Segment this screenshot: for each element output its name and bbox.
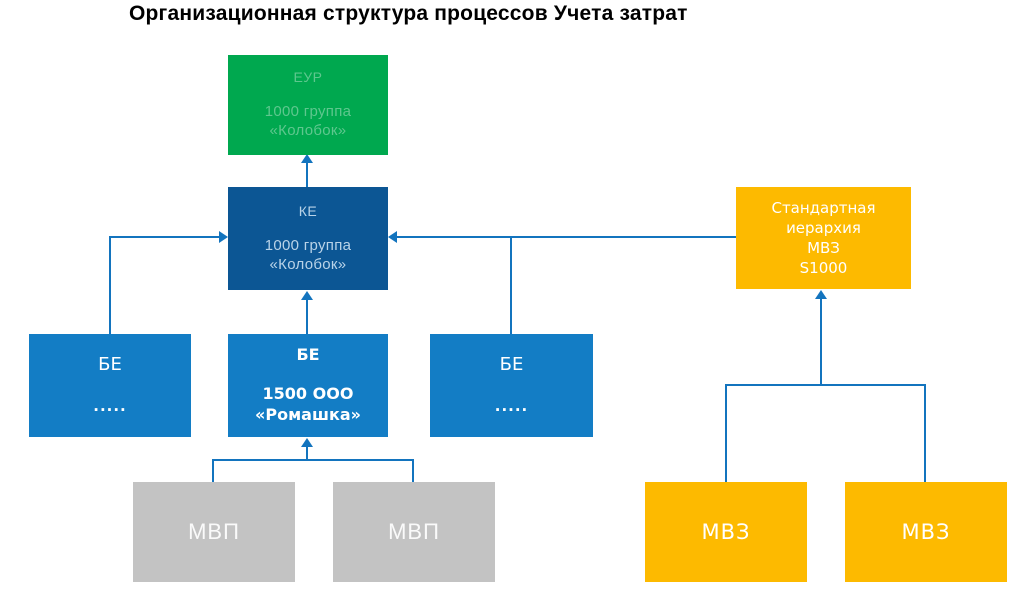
connector-beleft-horizontal [109, 236, 219, 238]
connector-mvzright-vertical [924, 384, 926, 482]
node-standard-hierarchy: Стандартная иерархия МВЗ S1000 [736, 187, 911, 289]
node-mvp-left: МВП [133, 482, 295, 582]
connector-mvp-to-becenter-arrowhead [301, 438, 313, 447]
node-ke-name: 1000 группа «Колобок» [264, 236, 352, 273]
node-mvz-right: МВЗ [845, 482, 1007, 582]
connector-beleft-vertical [109, 236, 111, 334]
node-mvp-left-code: МВП [188, 519, 240, 544]
node-standard-hierarchy-name: Стандартная иерархия МВЗ S1000 [771, 199, 876, 277]
node-be-right: БЕ ..... [430, 334, 593, 437]
node-be-left-code: БЕ [98, 354, 122, 376]
node-ke: КЕ 1000 группа «Колобок» [228, 187, 388, 290]
connector-hierarchy-to-ke-horizontal [397, 236, 736, 238]
node-be-center: БЕ 1500 ООО «Ромашка» [228, 334, 388, 437]
connector-mvz-to-hierarchy-arrowhead [815, 290, 827, 299]
connector-mvp-horizontal [212, 459, 414, 461]
node-be-right-code: БЕ [499, 354, 524, 376]
node-mvz-left: МВЗ [645, 482, 807, 582]
connector-becenter-to-ke-arrowhead [301, 291, 313, 300]
connector-mvpleft-vertical [212, 459, 214, 482]
node-be-right-name: ..... [494, 397, 529, 416]
connector-beleft-to-ke-arrowhead [219, 231, 228, 243]
node-eur-name: 1000 группа «Колобок» [264, 103, 352, 139]
connector-becenter-to-ke-line [306, 298, 308, 334]
node-mvp-right: МВП [333, 482, 495, 582]
connector-mvzleft-vertical [725, 384, 727, 482]
connector-mvp-to-becenter-line [306, 446, 308, 460]
node-be-left: БЕ ..... [29, 334, 191, 437]
connector-mvz-to-hierarchy-line [820, 298, 822, 385]
node-be-left-name: ..... [93, 397, 127, 416]
connector-ke-to-eur-line [306, 161, 308, 187]
node-mvz-left-code: МВЗ [701, 520, 751, 544]
connector-hierarchy-to-ke-arrowhead [388, 231, 397, 243]
node-ke-code: КЕ [298, 202, 318, 219]
connector-beright-vertical [510, 237, 512, 334]
node-eur: ЕУР 1000 группа «Колобок» [228, 55, 388, 155]
node-eur-code: ЕУР [293, 69, 323, 86]
node-be-center-name: 1500 ООО «Ромашка» [255, 384, 361, 424]
diagram-title: Организационная структура процессов Учет… [129, 2, 688, 25]
node-be-center-code: БЕ [296, 345, 320, 365]
connector-ke-to-eur-arrowhead [301, 154, 313, 163]
connector-mvz-horizontal [725, 384, 926, 386]
connector-mvpright-vertical [412, 459, 414, 482]
node-mvp-right-code: МВП [388, 519, 440, 544]
node-mvz-right-code: МВЗ [901, 520, 951, 544]
